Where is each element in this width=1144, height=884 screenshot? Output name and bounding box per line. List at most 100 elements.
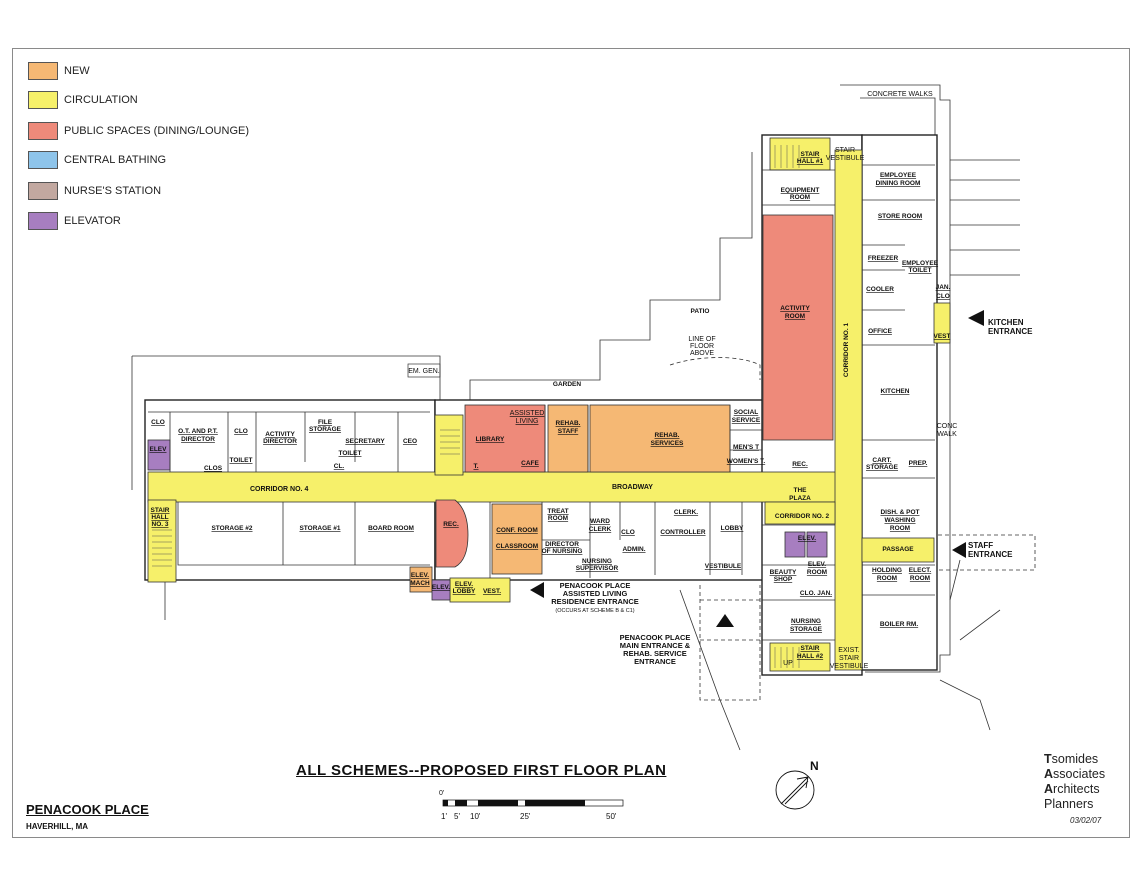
legend-label-circulation: CIRCULATION — [64, 94, 138, 106]
stair-west-treads — [440, 429, 460, 455]
center-north-walls — [544, 405, 762, 472]
label-ceo: CEO — [403, 438, 417, 445]
rehab-services-fill — [589, 404, 731, 473]
label-toilet-b: TOILET — [339, 450, 362, 457]
label-main-ent-b: MAIN ENTRANCE & — [620, 641, 691, 650]
label-clo-jan: CLO. JAN. — [800, 590, 832, 597]
label-elect-a: ELECT. — [909, 567, 932, 574]
canopy-lines — [700, 599, 760, 641]
label-equipment-a: EQUIPMENT — [781, 187, 820, 194]
label-ward-a: WARD — [590, 518, 610, 525]
label-stair3-b: HALL — [151, 514, 168, 521]
label-al-ent-a: PENACOOK PLACE — [560, 581, 631, 590]
label-stair-vest: STAIR — [835, 147, 855, 154]
activity-room-fill — [762, 214, 834, 441]
label-dish-b: WASHING — [884, 517, 915, 524]
label-rehab-staff-a: REHAB. — [556, 420, 581, 427]
legend-swatch-elevator — [28, 212, 58, 230]
label-conc-walk-b: WALK — [937, 431, 957, 438]
label-clerk: CLERK. — [674, 509, 698, 516]
label-elev-room-b: ROOM — [807, 569, 827, 576]
label-nurse-sup-b: SUPERVISOR — [576, 565, 619, 572]
label-equipment-b: ROOM — [790, 194, 810, 201]
floor-above-line — [669, 357, 761, 380]
label-emp-dining-a: EMPLOYEE — [880, 172, 917, 179]
label-file-b: STORAGE — [309, 426, 342, 433]
label-store-room: STORE ROOM — [878, 213, 922, 220]
stair-3-treads — [152, 529, 172, 567]
legend-item-nurses-station: NURSE'S STATION — [28, 182, 161, 200]
north-wing-walls — [762, 164, 935, 596]
legend-label-public-spaces: PUBLIC SPACES (DINING/LOUNGE) — [64, 125, 249, 137]
elevator-c-fill — [431, 579, 451, 601]
label-plaza-b: PLAZA — [789, 495, 811, 502]
elevator-a-fill — [784, 531, 806, 558]
elev-mach-fill — [409, 566, 433, 593]
scale-label-1: 1' — [441, 812, 447, 821]
rehab-staff-fill — [547, 404, 589, 473]
label-line-floor-a: LINE OF — [688, 336, 715, 343]
plan-title: ALL SCHEMES--PROPOSED FIRST FLOOR PLAN — [296, 762, 667, 779]
legend-item-public-spaces: PUBLIC SPACES (DINING/LOUNGE) — [28, 122, 249, 140]
label-corridor-2: CORRIDOR NO. 2 — [775, 513, 830, 520]
label-social-b: SERVICE — [732, 417, 761, 424]
label-ot-a: O.T. AND P.T. — [178, 428, 218, 435]
label-stair-hall-2-b: HALL #2 — [797, 653, 824, 660]
label-exist-stair-b: STAIR — [839, 655, 859, 662]
label-rec-mid: REC. — [443, 521, 459, 528]
label-storage-2: STORAGE #2 — [211, 525, 252, 532]
north-site-line — [132, 355, 441, 400]
entry-walk — [679, 589, 741, 751]
patio-outline — [469, 152, 753, 400]
scale-bar — [442, 799, 624, 807]
label-boiler: BOILER RM. — [880, 621, 918, 628]
parking-lines — [950, 159, 1020, 276]
firm-line-2: Associates — [1044, 767, 1105, 782]
label-vest: VEST — [934, 333, 951, 340]
north-arrow-icon — [775, 770, 815, 810]
label-cart-a: CART. — [872, 457, 891, 464]
label-line-floor-c: ABOVE — [690, 350, 714, 357]
label-prep: PREP. — [909, 460, 928, 467]
staff-entry-canopy — [938, 534, 1036, 571]
library-cafe-fill — [464, 404, 546, 473]
label-storage-1: STORAGE #1 — [299, 525, 340, 532]
label-broadway: BROADWAY — [612, 484, 653, 491]
label-cooler: COOLER — [866, 286, 894, 293]
scale-label-50: 50' — [606, 812, 617, 821]
label-activity-a: ACTIVITY — [780, 305, 810, 312]
kitchen-entrance-arrow-icon — [968, 310, 984, 326]
firm-line-3: Architects — [1044, 782, 1105, 797]
scale-label-zero: 0' — [439, 790, 445, 797]
stair-1-treads — [774, 145, 800, 168]
label-stair-hall-1-a: STAIR — [800, 151, 819, 158]
label-nursing-st-b: STORAGE — [790, 626, 823, 633]
corridor-2-fill — [764, 501, 836, 525]
west-stair-fill — [434, 414, 464, 476]
legend-item-new: NEW — [28, 62, 90, 80]
label-kitchen: KITCHEN — [881, 388, 910, 395]
label-ot-b: DIRECTOR — [181, 436, 215, 443]
label-womens: WOMEN'S T. — [727, 458, 766, 465]
label-rehab-a: REHAB. — [655, 432, 680, 439]
firm-initial-1: T — [1044, 752, 1052, 766]
label-board-room: BOARD ROOM — [368, 525, 414, 532]
label-classroom: CLASSROOM — [496, 543, 538, 550]
label-elev-s: ELEV. — [432, 584, 450, 591]
label-stair3-a: STAIR — [150, 507, 169, 514]
label-concrete-walks: CONCRETE WALKS — [867, 91, 933, 98]
label-al-ent-c: RESIDENCE ENTRANCE — [551, 597, 639, 606]
label-activity-b: ROOM — [785, 313, 805, 320]
main-entrance-arrow-icon — [716, 614, 734, 627]
label-library: LIBRARY — [476, 436, 505, 443]
label-treat-b: ROOM — [548, 515, 568, 522]
legend-label-elevator: ELEVATOR — [64, 215, 121, 227]
label-elev-lobby-b: LOBBY — [453, 588, 476, 595]
label-vestibule-top: VESTIBULE — [826, 155, 865, 162]
label-clo-3: CLO — [621, 529, 635, 536]
legend-swatch-circulation — [28, 91, 58, 109]
label-kitchen-entrance-a: KITCHEN — [988, 318, 1024, 327]
label-passage: PASSAGE — [882, 546, 914, 553]
firm-word-1: somides — [1051, 752, 1099, 766]
label-ward-b: CLERK — [589, 526, 612, 533]
